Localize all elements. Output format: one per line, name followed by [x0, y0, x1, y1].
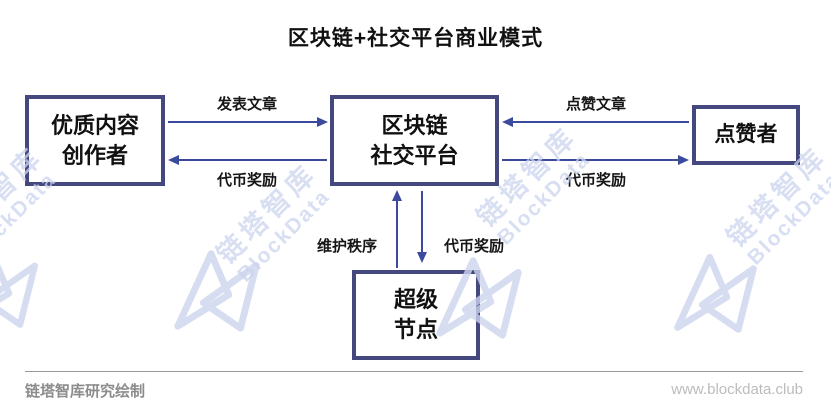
footer-divider	[25, 371, 803, 372]
label-publish-article: 发表文章	[216, 96, 278, 113]
label-token-reward-creator: 代币奖励	[216, 172, 278, 189]
node-liker: 点赞者	[692, 105, 800, 165]
node-super-node: 超级 节点	[352, 270, 480, 360]
node-liker-line1: 点赞者	[714, 122, 778, 146]
node-content-creator: 优质内容 创作者	[25, 95, 165, 186]
blockdata-logo-watermark-icon	[168, 238, 266, 336]
node-super-node-line1: 超级	[393, 287, 438, 313]
blockdata-logo-watermark-icon	[0, 240, 44, 332]
diagram-title: 区块链+社交平台商业模式	[287, 27, 544, 50]
arrow-publish-line	[168, 121, 318, 123]
footer-website: www.blockdata.club	[671, 381, 803, 398]
node-content-creator-line1: 优质内容	[50, 112, 139, 138]
node-blockchain-platform-line1: 区块链	[381, 112, 448, 138]
arrow-like-head-icon	[502, 117, 513, 127]
blockdata-logo-watermark-icon	[668, 242, 763, 337]
label-like-article: 点赞文章	[565, 96, 627, 113]
label-maintain-order: 维护秩序	[316, 238, 378, 255]
arrow-reward-creator-head-icon	[168, 155, 179, 165]
arrow-maintain-line	[396, 200, 398, 268]
node-blockchain-platform-line2: 社交平台	[370, 142, 459, 168]
node-blockchain-platform: 区块链 社交平台	[330, 95, 499, 186]
arrow-reward-creator-line	[179, 159, 327, 161]
arrow-reward-supernode-line	[421, 191, 423, 253]
node-content-creator-line2: 创作者	[61, 142, 128, 168]
arrow-publish-head-icon	[317, 117, 328, 127]
label-token-reward-liker: 代币奖励	[565, 172, 627, 189]
arrow-reward-supernode-head-icon	[417, 252, 427, 263]
arrow-maintain-head-icon	[392, 190, 402, 201]
arrow-reward-liker-line	[502, 159, 678, 161]
arrow-like-line	[513, 121, 689, 123]
node-super-node-line2: 节点	[393, 317, 438, 342]
footer-credit: 链塔智库研究绘制	[25, 383, 146, 400]
label-token-reward-supernode: 代币奖励	[443, 238, 505, 255]
arrow-reward-liker-head-icon	[678, 155, 689, 165]
